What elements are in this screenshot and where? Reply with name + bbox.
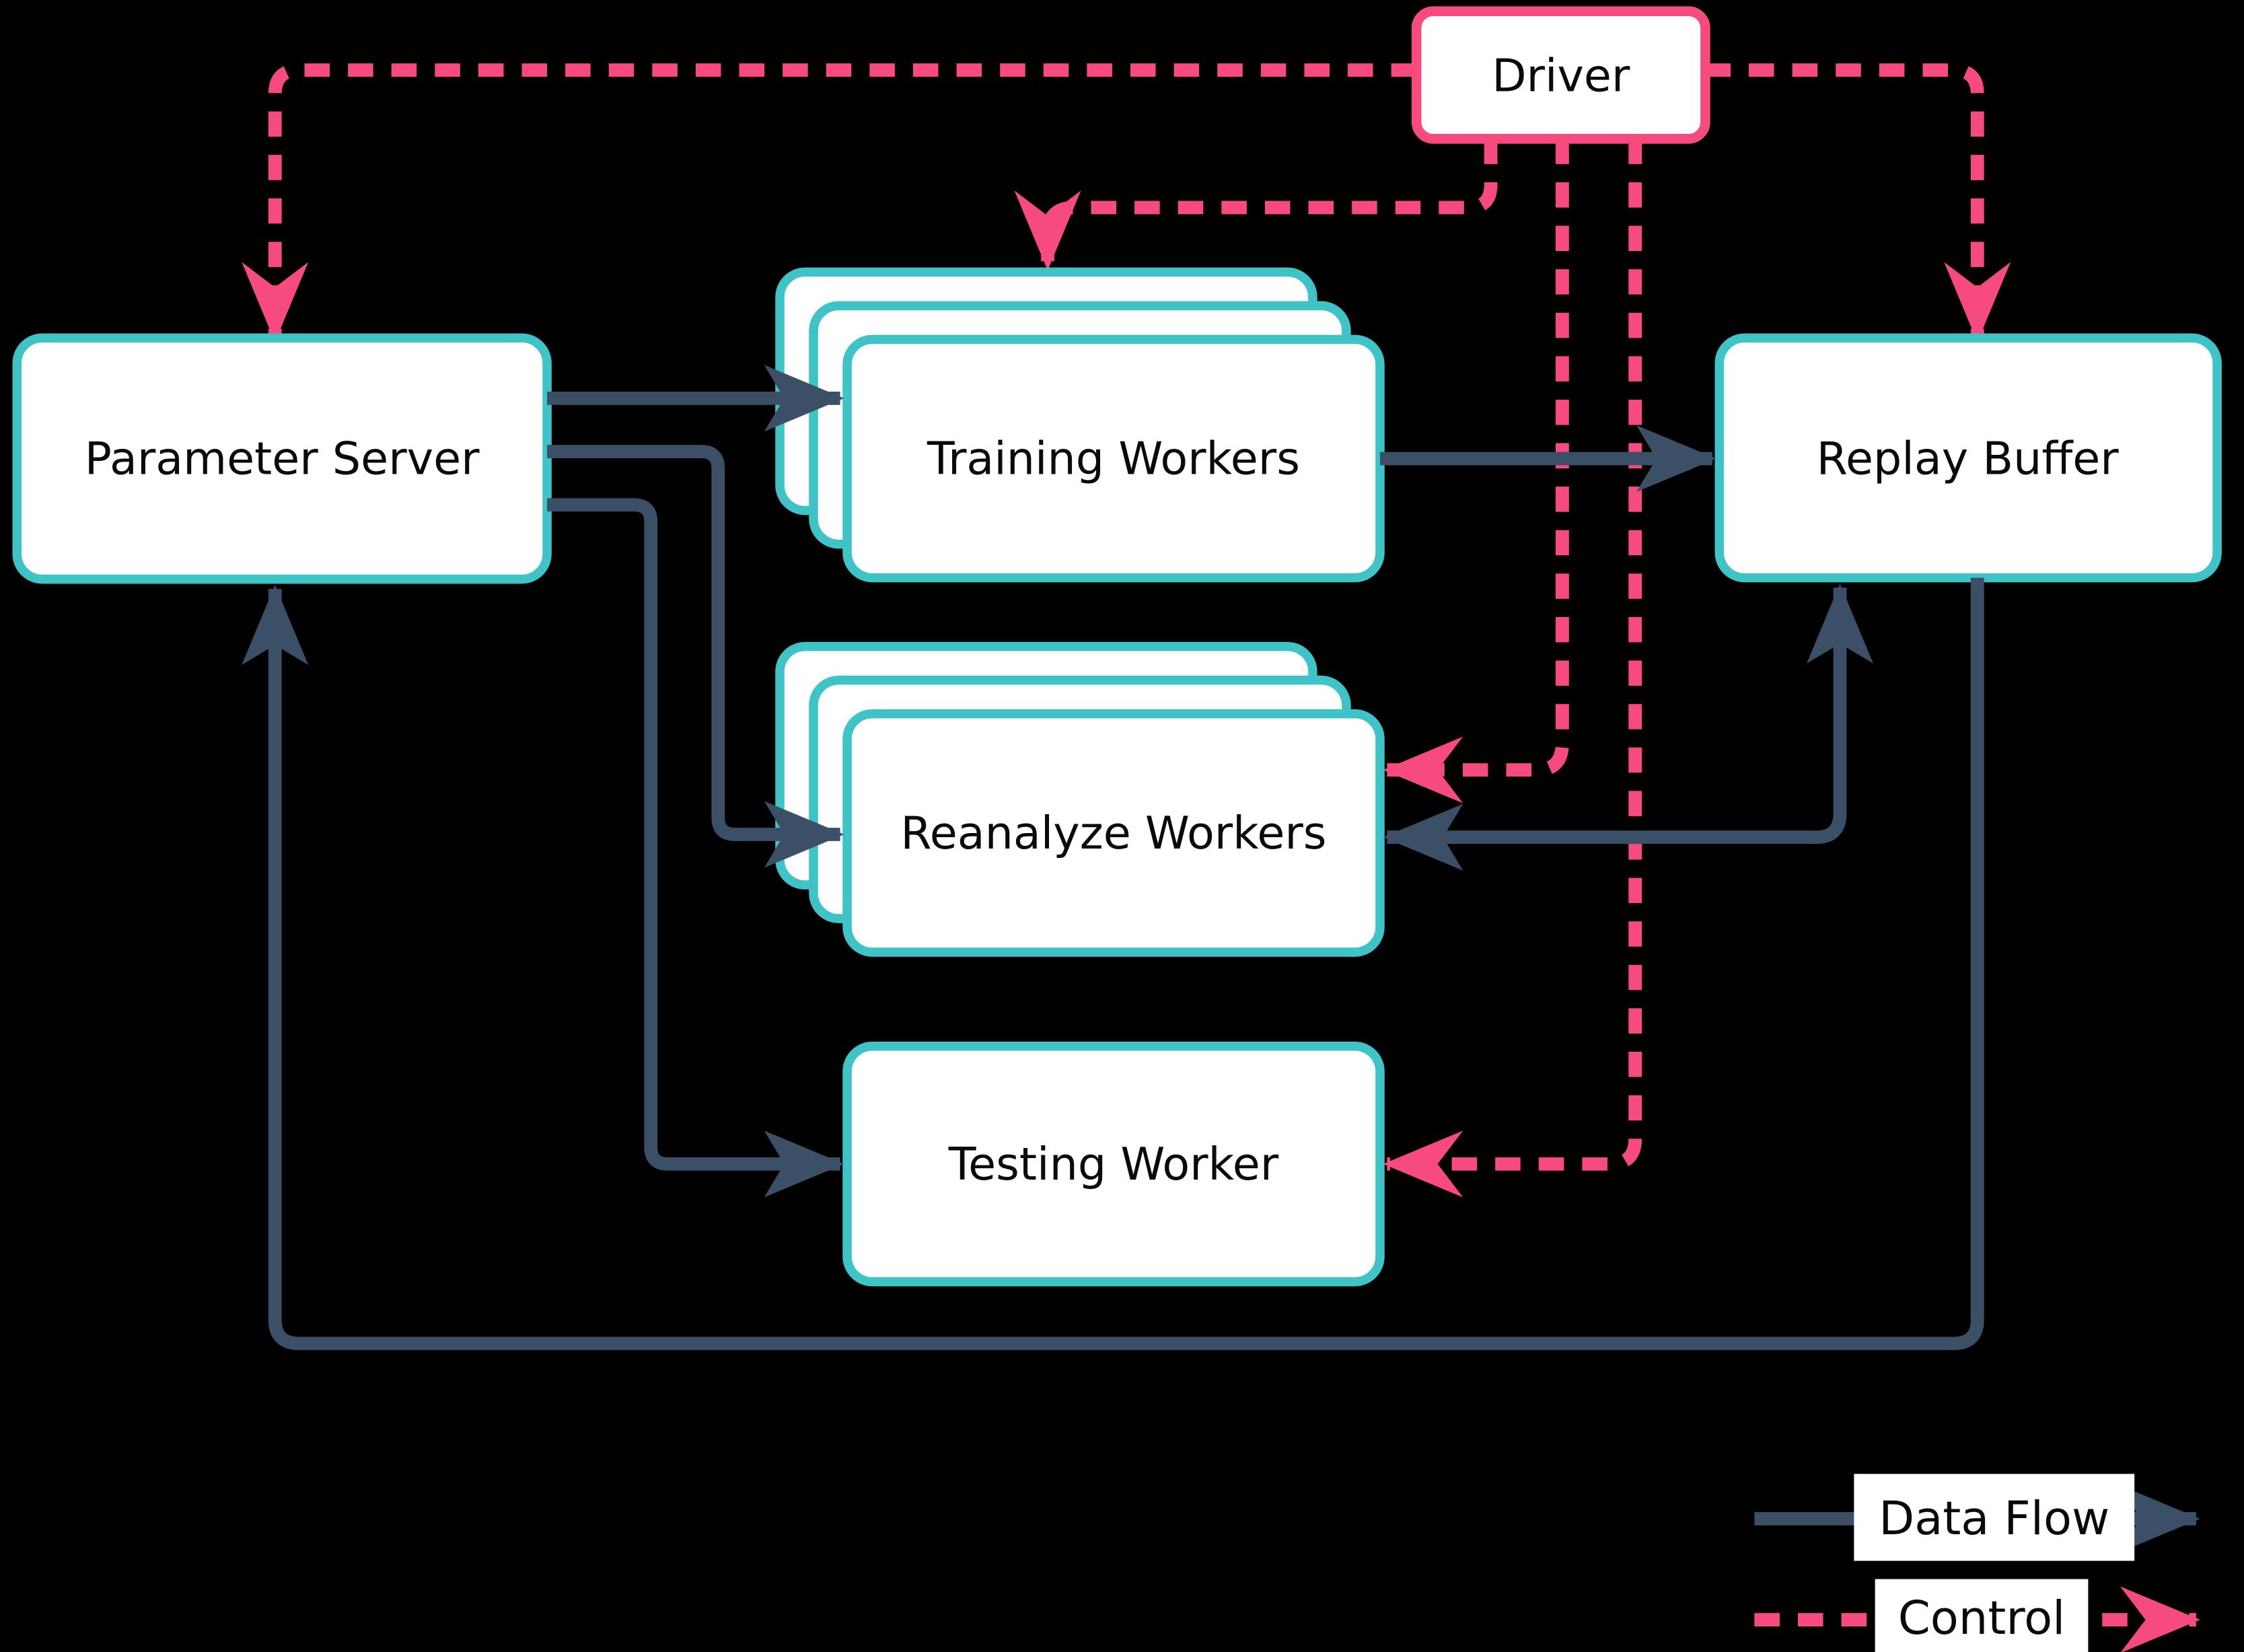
training-workers-card-front xyxy=(842,334,1385,583)
testing-worker-label: Testing Worker xyxy=(948,1138,1279,1190)
edge-parameter-server-to-reanalyze-workers xyxy=(547,445,844,868)
legend-control-chip xyxy=(1875,1579,2089,1652)
edge-replay-buffer-to-parameter-server xyxy=(242,577,1984,1351)
parameter-server-box xyxy=(12,333,552,584)
reanalyze-workers-label: Reanalyze Workers xyxy=(900,807,1326,859)
driver-box xyxy=(1411,6,1710,144)
edge-driver-to-replay-buffer xyxy=(1705,63,2011,343)
edge-driver-to-training-workers xyxy=(1014,139,1498,271)
node-training-workers: Training Workers xyxy=(775,267,1385,583)
edge-driver-to-testing-worker xyxy=(1383,139,1642,1198)
node-replay-buffer: Replay Buffer xyxy=(1714,333,2222,583)
legend-control: Control xyxy=(1754,1579,2200,1652)
reanalyze-workers-card-front xyxy=(842,709,1385,957)
node-driver: Driver xyxy=(1411,6,1710,144)
testing-worker-box xyxy=(842,1041,1385,1287)
node-reanalyze-workers: Reanalyze Workers xyxy=(775,641,1385,957)
legend-data-flow-label: Data Flow xyxy=(1879,1492,2109,1546)
edge-parameter-server-to-testing-worker xyxy=(547,498,844,1198)
driver-label: Driver xyxy=(1492,50,1630,102)
node-testing-worker: Testing Worker xyxy=(842,1041,1385,1287)
legend: Data Flow Control xyxy=(1754,1474,2200,1652)
replay-buffer-label: Replay Buffer xyxy=(1817,432,2120,484)
legend-control-label: Control xyxy=(1898,1591,2066,1645)
legend-data-flow: Data Flow xyxy=(1754,1474,2200,1561)
training-workers-label: Training Workers xyxy=(927,432,1300,484)
edge-replay-buffer-reanalyze-workers-bidirectional xyxy=(1383,583,1874,871)
node-parameter-server: Parameter Server xyxy=(12,333,552,584)
replay-buffer-box xyxy=(1714,333,2222,583)
legend-data-flow-chip xyxy=(1854,1474,2135,1561)
parameter-server-label: Parameter Server xyxy=(85,432,480,484)
edge-driver-to-parameter-server xyxy=(242,63,1417,343)
